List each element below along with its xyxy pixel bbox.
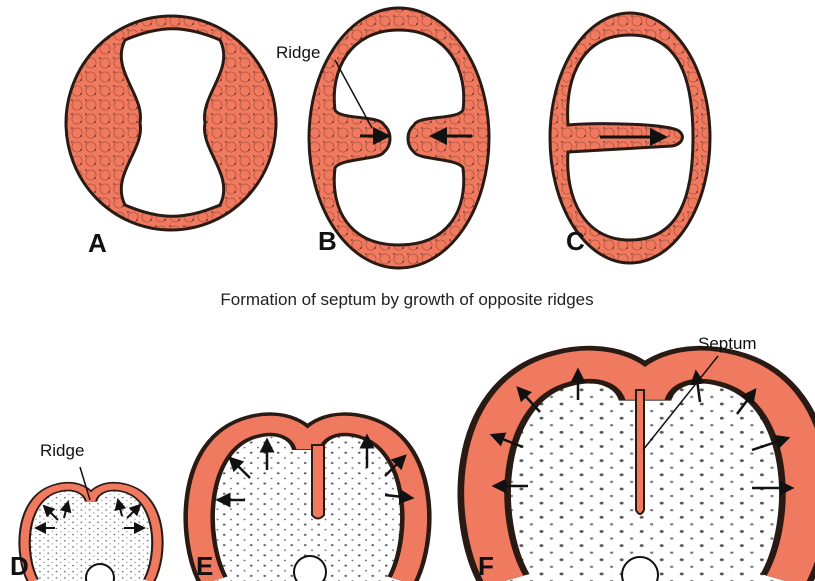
panel-e: E — [196, 424, 416, 581]
opening — [621, 556, 659, 581]
growth-arrows — [489, 367, 795, 496]
label-c: C — [566, 226, 585, 256]
label-d: D — [10, 551, 29, 581]
lumen-a — [119, 27, 226, 218]
caption: Formation of septum by growth of opposit… — [220, 290, 593, 309]
lumen-c — [566, 33, 695, 242]
ridge-pointer-line — [79, 466, 91, 501]
septum-pointer-line — [642, 355, 719, 451]
opening — [85, 563, 115, 581]
septum-f — [635, 389, 645, 515]
label-a: A — [88, 228, 107, 258]
ridge-label-b: Ridge — [276, 43, 320, 62]
panel-f: Septum F — [478, 334, 806, 581]
ridge-label-d: Ridge — [40, 441, 84, 460]
ridge-pointer-line — [334, 59, 373, 129]
lumen-b — [332, 28, 466, 247]
opening — [293, 555, 327, 581]
panel-b: Ridge B — [276, 6, 491, 270]
label-b: B — [318, 226, 337, 256]
label-e: E — [196, 551, 213, 581]
panel-d: Ridge D — [10, 441, 157, 581]
growth-arrows — [34, 498, 146, 534]
septum-e — [311, 444, 325, 520]
septum-label: Septum — [698, 334, 757, 353]
label-f: F — [478, 551, 494, 581]
growth-arrows — [215, 433, 415, 508]
panel-c: C — [548, 11, 712, 265]
panel-a: A — [64, 14, 278, 258]
